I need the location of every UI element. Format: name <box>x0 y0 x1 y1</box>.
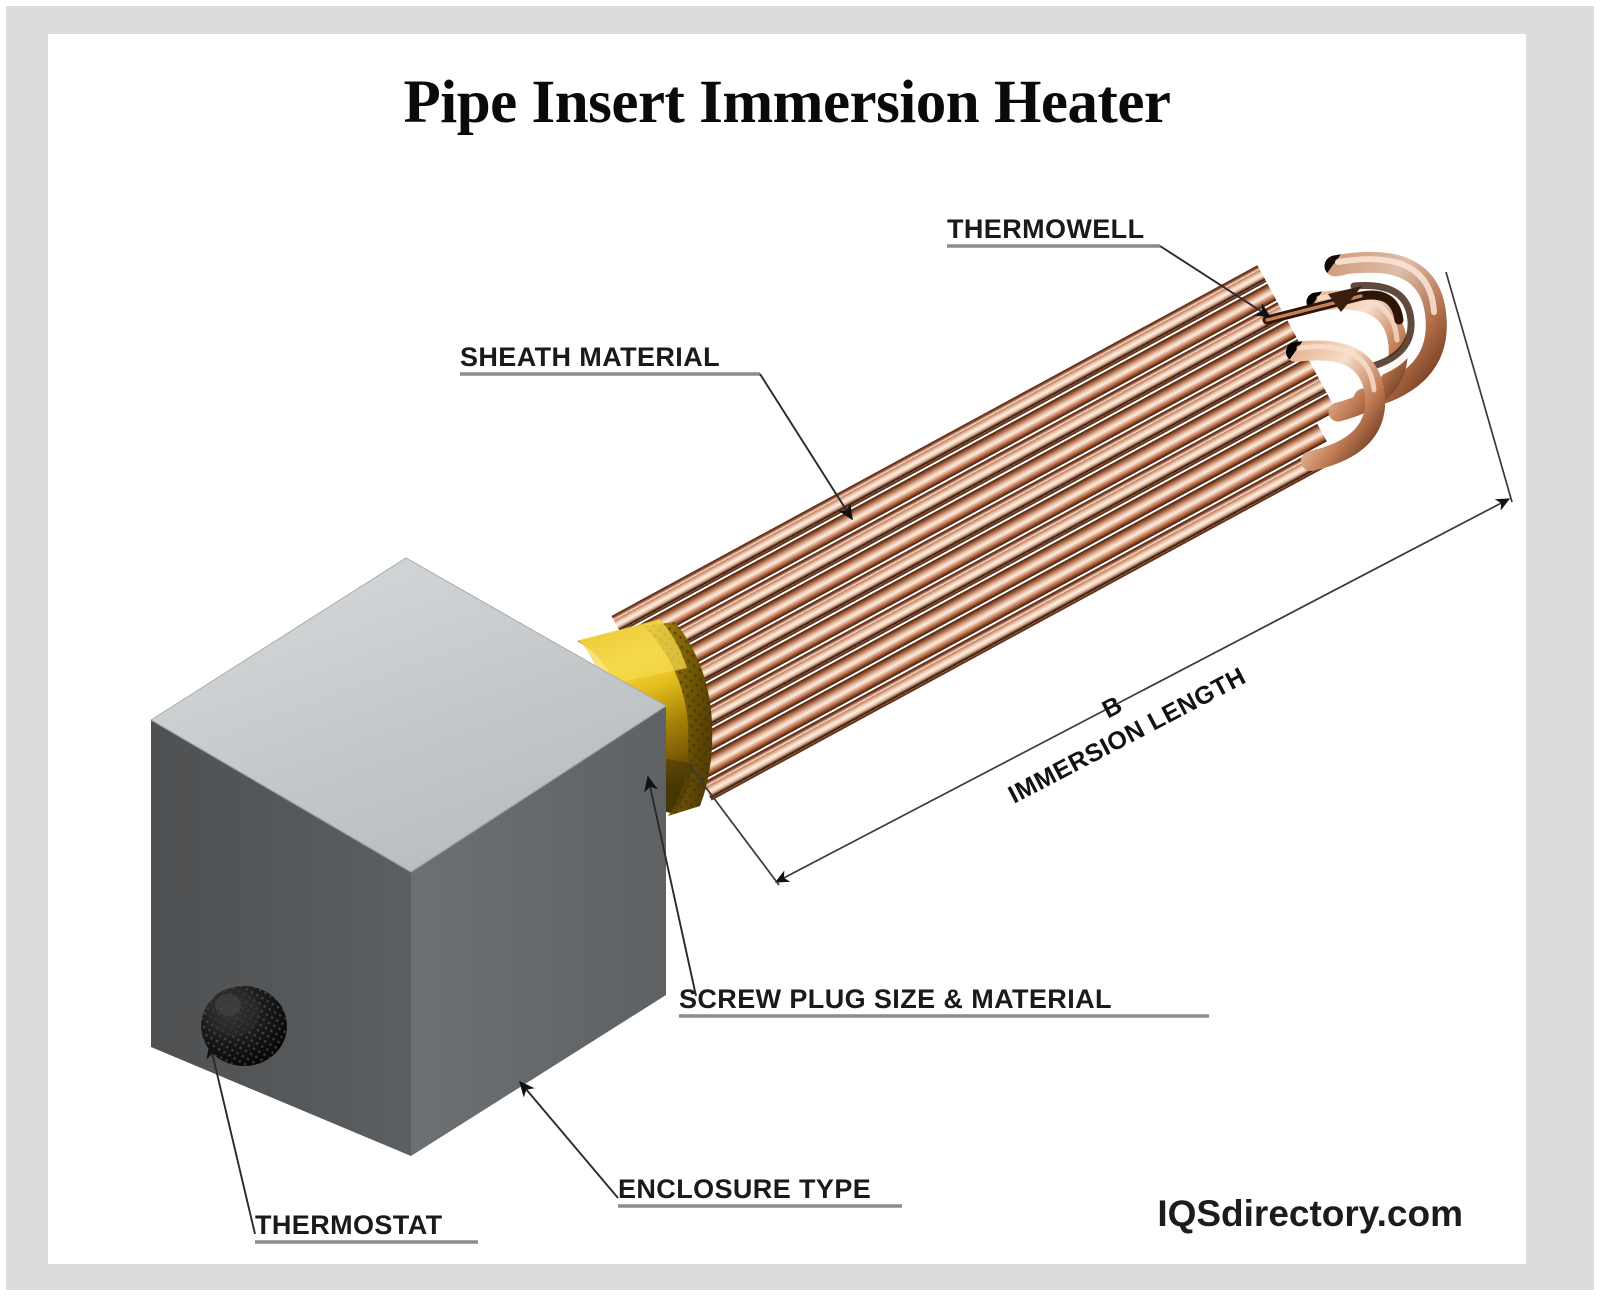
dim-name: IMMERSION LENGTH <box>1004 662 1251 809</box>
callout-screw-plug: SCREW PLUG SIZE & MATERIAL <box>644 775 1209 1018</box>
thermowell-leader <box>1159 245 1272 318</box>
dim-span-line <box>774 498 1511 883</box>
label-enclosure-type: ENCLOSURE TYPE <box>618 1174 871 1204</box>
copper-heater-tubes <box>611 251 1447 801</box>
watermark: IQSdirectory.com <box>1157 1193 1463 1234</box>
label-thermowell: THERMOWELL <box>947 214 1144 244</box>
dim-letter: B <box>1098 691 1128 724</box>
label-sheath-material: SHEATH MATERIAL <box>460 342 720 372</box>
callout-thermostat: THERMOSTAT <box>206 1042 478 1244</box>
tube-u-bends <box>1262 251 1447 422</box>
label-screw-plug: SCREW PLUG SIZE & MATERIAL <box>679 984 1112 1014</box>
callout-sheath-material: SHEATH MATERIAL <box>460 342 853 521</box>
callout-thermowell: THERMOWELL <box>947 214 1272 318</box>
diagram-canvas: Pipe Insert Immersion Heater <box>48 34 1526 1264</box>
thermostat-knob[interactable] <box>201 986 287 1066</box>
dim-extension-far <box>1445 271 1513 503</box>
thermostat-leader <box>206 1042 256 1235</box>
label-thermostat: THERMOSTAT <box>255 1210 443 1240</box>
immersion-heater-diagram: Pipe Insert Immersion Heater <box>150 69 1513 1244</box>
page-title: Pipe Insert Immersion Heater <box>404 69 1171 136</box>
callout-enclosure-type: ENCLOSURE TYPE <box>519 1080 902 1208</box>
image-frame: Pipe Insert Immersion Heater <box>6 6 1594 1290</box>
dim-extension-near <box>688 764 780 886</box>
sheath-leader <box>759 373 853 521</box>
enclosure-leader <box>519 1080 619 1199</box>
screw-plug-leader <box>644 775 697 997</box>
